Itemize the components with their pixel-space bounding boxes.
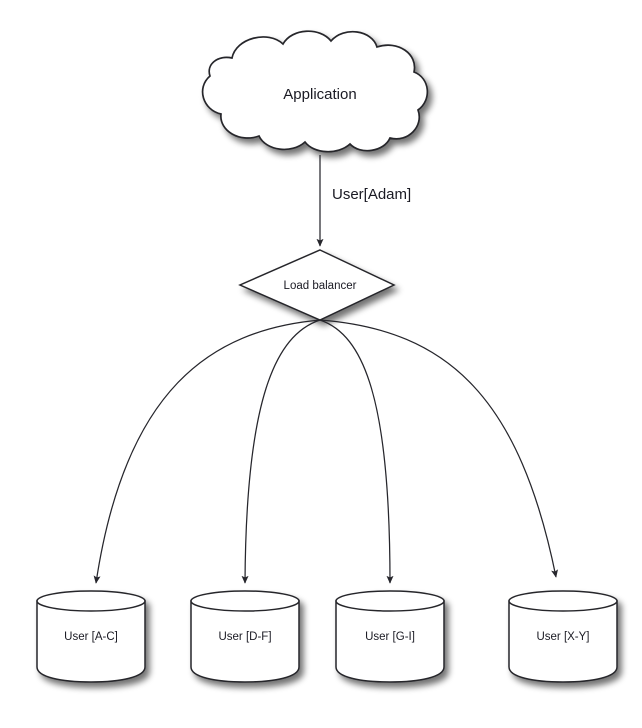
edge-line-load-balancer-db-3 (319, 319, 394, 584)
node-load-balancer[interactable]: Load balancer (238, 249, 396, 321)
database-label: User [D-F] (218, 631, 271, 643)
edge-line-load-balancer-db-2 (241, 319, 321, 584)
node-database-user-d-f[interactable]: User [D-F] (190, 590, 300, 683)
node-database-user-x-y[interactable]: User [X-Y] (508, 590, 618, 683)
database-label: User [X-Y] (536, 631, 589, 643)
cloud-label: Application (283, 86, 356, 103)
edge-group-load-balancer-to-databases (93, 319, 559, 584)
cylinder-top-ellipse (508, 590, 618, 612)
cylinder-shape (36, 600, 146, 683)
cloud-shape (201, 30, 429, 153)
cylinder-top-ellipse (335, 590, 445, 612)
load-balancer-label: Load balancer (284, 280, 357, 292)
database-label: User [G-I] (365, 631, 415, 643)
edge-line-load-balancer-db-4 (319, 319, 559, 578)
node-database-user-g-i[interactable]: User [G-I] (335, 590, 445, 683)
database-label: User [A-C] (64, 631, 118, 643)
cylinder-top-ellipse (190, 590, 300, 612)
cylinder-top-ellipse (36, 590, 146, 612)
edge-application-to-load-balancer: User[Adam] (316, 155, 411, 247)
node-application-cloud[interactable]: Application (201, 30, 429, 153)
edge-label-user-adam: User[Adam] (332, 186, 411, 203)
node-database-user-a-c[interactable]: User [A-C] (36, 590, 146, 683)
cylinder-shape (335, 600, 445, 683)
cylinder-shape (190, 600, 300, 683)
edge-line-load-balancer-db-1 (93, 319, 321, 584)
cylinder-shape (508, 600, 618, 683)
